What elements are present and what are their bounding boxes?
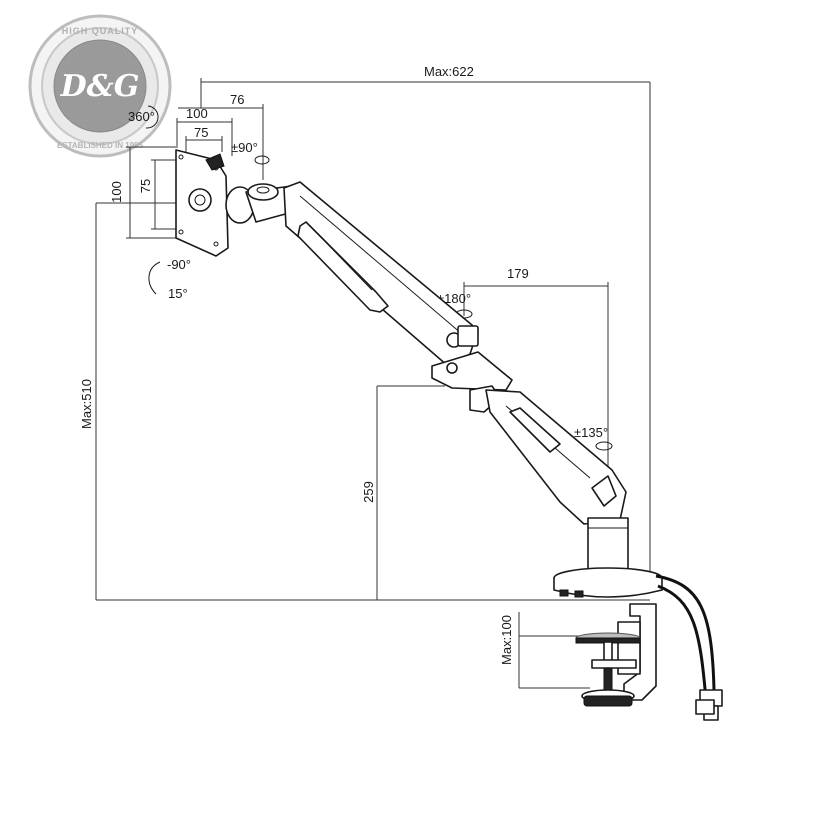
desk-clamp [575,603,657,707]
pole-and-base [553,517,663,598]
portrait-rotation-label: 360° [128,109,155,124]
max-reach-label: Max:622 [424,64,474,79]
base-swivel-arrow-icon [595,441,613,451]
vesa-outer-height-label: 100 [109,181,124,203]
logo-ring-mid: КОМПЮТРИ [68,113,127,124]
tilt-up-label: 15° [168,286,188,301]
lower-arm [485,389,627,525]
vesa-plate [175,149,229,257]
vesa-inner-width-label: 75 [194,125,208,140]
tilt-down-label: -90° [167,257,191,272]
dimension-lines [95,78,651,689]
tilt-arrow-icon [148,261,161,295]
logo-brand-text: D&G [60,69,140,104]
max-height-label: Max:510 [79,379,94,429]
clamp-max-label: Max:100 [499,615,514,665]
logo-ring-bottom: ESTABLISHED IN 1995 [57,141,144,150]
dg-logo-watermark: D&G HIGH QUALITY КОМПЮТРИ ESTABLISHED IN… [28,14,172,158]
vesa-inner-height-label: 75 [138,179,153,193]
vesa-outer-width-label: 100 [186,106,208,121]
upper-arm [283,181,479,367]
min-height-label: 259 [361,481,376,503]
head-swivel-arrow-icon [254,155,270,165]
elbow-offset-label: 179 [507,266,529,281]
arm-offset-label: 76 [230,92,244,107]
portrait-rotation-arrow-icon [145,105,159,129]
base-swivel-label: ±135° [574,425,608,440]
head-swivel-label: ±90° [231,140,258,155]
usb-cables [655,574,723,721]
logo-ring-top: HIGH QUALITY [62,26,139,36]
